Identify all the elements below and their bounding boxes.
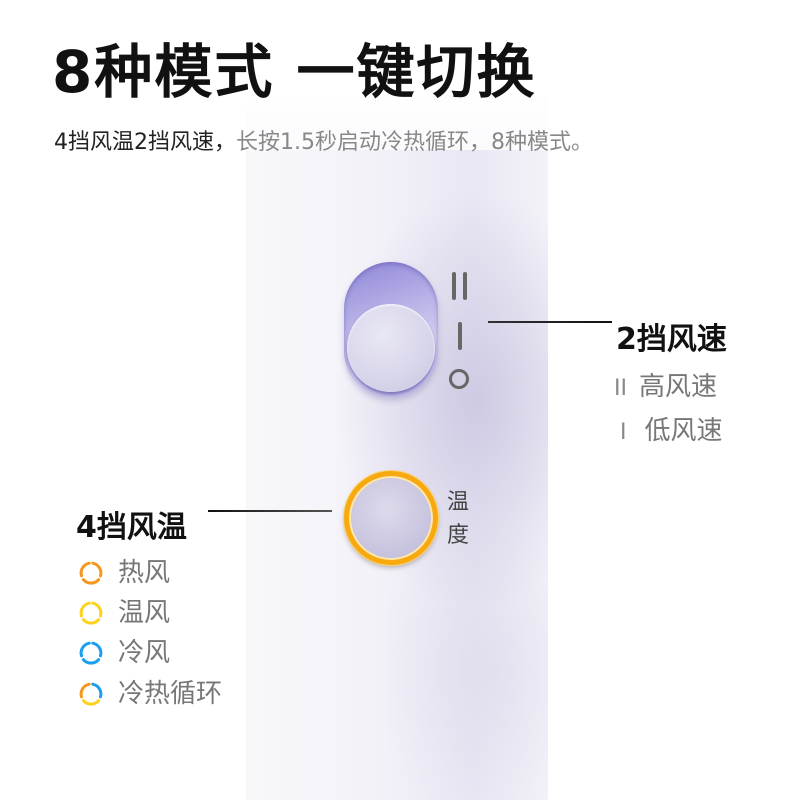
toggle-knob[interactable] [347, 304, 435, 392]
speed-item-label: 低风速 [644, 416, 723, 446]
speed-callout-line [488, 321, 612, 323]
speed-low-mark-icon [458, 322, 462, 350]
mode-item-hot: 热风 [78, 556, 170, 590]
speed-item-high: II 高风速 [614, 370, 717, 406]
page-title: 8种模式 一键切换 [52, 38, 537, 106]
speed-item-low: I 低风速 [614, 414, 723, 450]
mode-label: 温风 [118, 598, 171, 628]
mode-item-cool: 冷风 [78, 636, 170, 670]
mode-label: 冷风 [118, 638, 171, 668]
mode-item-cycle: 冷热循环 [78, 677, 222, 711]
cycle-icon-yellow [79, 601, 103, 625]
temp-panel-title: 4挡风温 [76, 510, 187, 545]
speed-low-glyph: I [620, 420, 627, 445]
speed-item-label: 高风速 [638, 372, 717, 402]
cycle-icon-orange [79, 561, 103, 585]
device-panel-top [246, 0, 548, 150]
speed-high-glyph: II [614, 376, 627, 401]
speed-panel-title: 2挡风速 [616, 322, 727, 357]
speed-toggle-switch[interactable] [344, 262, 438, 398]
mode-label: 冷热循环 [118, 679, 223, 709]
subtitle-detail: 长按1.5秒启动冷热循环，8种模式。 [236, 130, 593, 155]
cycle-icon-blue [79, 641, 103, 665]
temp-label-line2: 度 [447, 523, 470, 548]
temp-callout-line [208, 510, 332, 512]
temperature-button-label: 温 度 [447, 486, 473, 552]
temperature-button[interactable] [344, 471, 438, 565]
temp-label-line1: 温 [447, 490, 470, 515]
page-subtitle: 4挡风温2挡风速，长按1.5秒启动冷热循环，8种模式。 [54, 128, 593, 158]
speed-high-mark-icon [452, 272, 468, 302]
speed-off-mark-icon [449, 369, 469, 389]
mode-label: 热风 [118, 558, 171, 588]
subtitle-highlight: 4挡风温2挡风速， [54, 130, 236, 155]
mode-item-warm: 温风 [78, 596, 170, 630]
cycle-icon-multicolor [79, 682, 103, 706]
